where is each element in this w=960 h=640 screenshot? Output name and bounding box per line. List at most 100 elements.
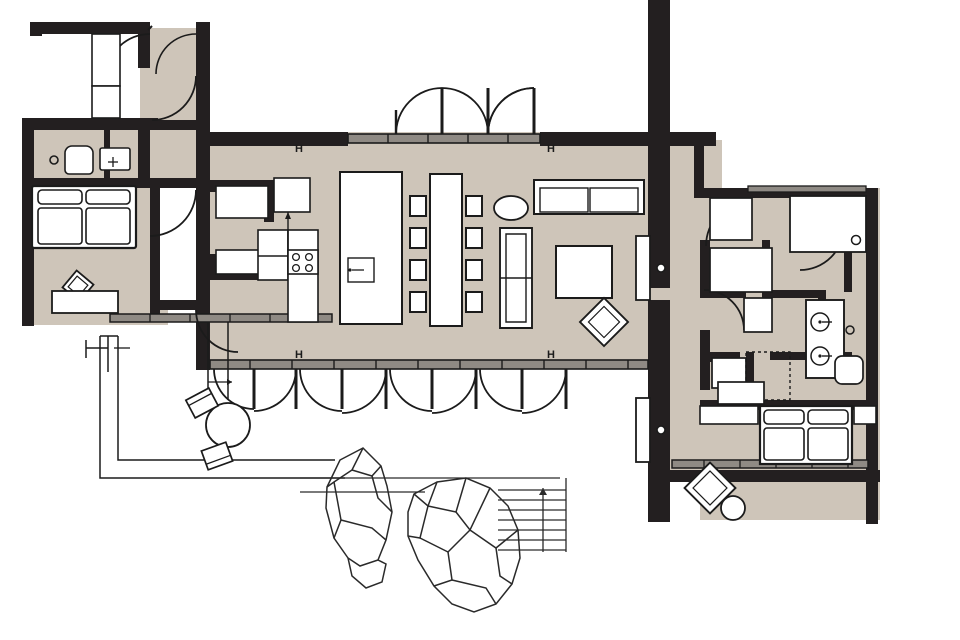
boulder-group bbox=[325, 447, 521, 613]
bathroom-north-fixtures bbox=[49, 145, 131, 175]
pivot-door-group bbox=[635, 235, 666, 463]
east-vanity-small bbox=[717, 381, 765, 405]
mattress-west-2 bbox=[85, 207, 131, 245]
floor-east-notch bbox=[700, 140, 722, 200]
boulder-1-facet-e bbox=[340, 519, 387, 541]
east-closet-small bbox=[743, 297, 773, 333]
vanity-drain-1 bbox=[818, 320, 822, 324]
wall-main-north-left bbox=[196, 132, 348, 146]
wall-entry-bottom bbox=[138, 120, 196, 130]
wall-kitchen-south bbox=[210, 270, 274, 280]
pivot-door-leaf-lower[interactable] bbox=[635, 397, 651, 463]
dining-chair-l1 bbox=[409, 195, 427, 217]
wall-main-east-top bbox=[648, 140, 670, 170]
wall-bath-north bbox=[30, 118, 158, 130]
door-swing-s1 bbox=[213, 368, 255, 410]
pillow-west-2 bbox=[85, 189, 131, 205]
pillow-west-1 bbox=[37, 189, 83, 205]
kitchen-island bbox=[339, 171, 403, 325]
door-swing-s3 bbox=[299, 368, 343, 412]
floor-entry-hall bbox=[140, 28, 196, 180]
coffee-table bbox=[555, 245, 613, 299]
wall-kitchen-north bbox=[210, 180, 272, 190]
wall-kitchen-left-lower bbox=[210, 254, 220, 280]
wall-nw-corner bbox=[30, 22, 42, 36]
shower-stall bbox=[789, 195, 867, 253]
kitchen-counter-ne bbox=[273, 177, 311, 213]
wall-entry-lower bbox=[148, 178, 196, 188]
outdoor-chair-2 bbox=[200, 441, 234, 471]
dining-table bbox=[429, 173, 463, 327]
dining-chair-l2 bbox=[409, 227, 427, 249]
wall-nw-top bbox=[30, 22, 148, 34]
sofa-cushion-1 bbox=[539, 187, 589, 213]
kitchen-cabinet-tall bbox=[257, 229, 289, 281]
wall-marker-group: H H H H bbox=[295, 143, 555, 361]
south-stairs-group bbox=[300, 477, 567, 552]
wall-marker-h-2: H bbox=[547, 143, 555, 155]
pivot-door-leaf-upper[interactable] bbox=[635, 235, 651, 301]
east-utility-group bbox=[709, 197, 791, 405]
wall-kitchen-vert bbox=[264, 180, 274, 222]
dining-chair-r1 bbox=[465, 195, 483, 217]
door-swing-bedroom-west bbox=[149, 189, 197, 237]
wall-eastwing-east bbox=[866, 188, 878, 524]
living-side-table-outer bbox=[578, 296, 630, 348]
wall-kitchen-left bbox=[210, 180, 220, 192]
dining-group bbox=[409, 173, 529, 327]
mattress-west-1 bbox=[37, 207, 83, 245]
dining-chair-r2 bbox=[465, 227, 483, 249]
east-closet-mid bbox=[709, 247, 773, 293]
east-closet-upper bbox=[709, 197, 753, 241]
bedroom-master-furniture bbox=[683, 404, 877, 521]
living-side-table-inner bbox=[587, 305, 621, 339]
outdoor-furniture-group bbox=[184, 386, 251, 471]
door-swing-entry-main bbox=[155, 33, 197, 75]
living-group bbox=[499, 179, 645, 348]
wall-east-bath-bottom bbox=[770, 290, 824, 298]
pivot-point-upper bbox=[656, 263, 666, 273]
boulder-1-facet-c bbox=[371, 475, 393, 513]
pillow-master-2 bbox=[807, 409, 849, 425]
dining-chair-l3 bbox=[409, 259, 427, 281]
extractor-arrow bbox=[285, 212, 291, 219]
burner-2 bbox=[304, 252, 314, 262]
wall-bedroom-east bbox=[150, 186, 160, 316]
boulder-2-facet-i bbox=[495, 547, 513, 585]
burner-4 bbox=[304, 263, 314, 273]
floor-drain-icon bbox=[49, 155, 59, 165]
glazing-south bbox=[209, 359, 649, 370]
island-sink-basin bbox=[347, 257, 375, 283]
wall-corridor-east-upper bbox=[694, 140, 704, 198]
door-swing-s7 bbox=[479, 368, 523, 412]
wall-main-north-right bbox=[540, 132, 716, 146]
wall-marker-h-4: H bbox=[547, 349, 555, 361]
dining-chair-r3 bbox=[465, 259, 483, 281]
door-swing-hall bbox=[151, 75, 197, 121]
mattress-master-1 bbox=[763, 427, 805, 461]
burner-1 bbox=[291, 252, 301, 262]
wall-bedroom-south bbox=[150, 300, 196, 310]
wall-bath-east bbox=[138, 118, 150, 188]
wall-main-east-bottom bbox=[648, 430, 670, 522]
wall-north-fin bbox=[648, 0, 670, 140]
toilet-east-icon bbox=[834, 355, 864, 385]
pillow-master-1 bbox=[763, 409, 805, 425]
wall-main-west bbox=[196, 132, 210, 368]
wall-eastwing-north bbox=[704, 188, 876, 198]
kitchen-counter-west bbox=[215, 249, 265, 275]
sofa-cushion-2 bbox=[589, 187, 639, 213]
outdoor-chair-2-back bbox=[205, 454, 231, 465]
bench-west bbox=[51, 290, 119, 314]
wall-main-east-upper bbox=[648, 168, 670, 288]
wall-east-part-b bbox=[700, 288, 746, 298]
kitchen-counter-run bbox=[287, 229, 319, 323]
oval-table bbox=[493, 195, 529, 221]
wall-marker-h-1: H bbox=[295, 143, 303, 155]
wall-main-sw-corner bbox=[196, 356, 210, 370]
closet-entry-a bbox=[91, 33, 121, 87]
bedroom-west-furniture bbox=[30, 184, 138, 314]
mattress-master-2 bbox=[807, 427, 849, 461]
